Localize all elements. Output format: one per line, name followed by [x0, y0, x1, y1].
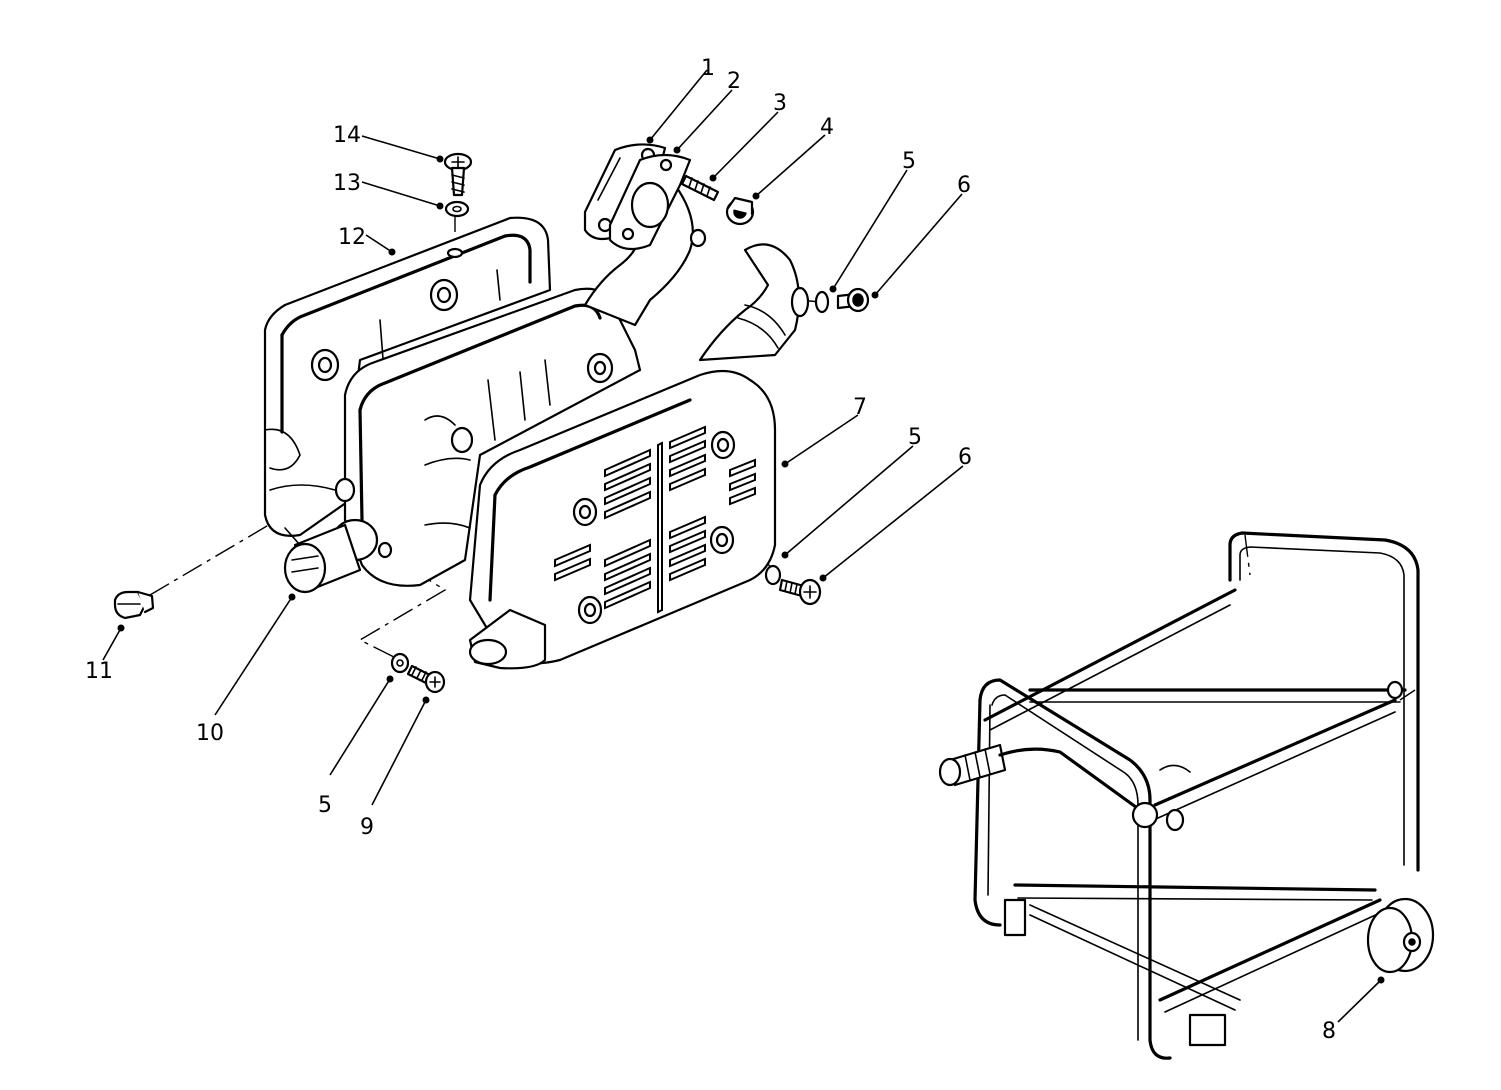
callout-3: 3 [773, 91, 787, 116]
callout-7: 7 [853, 395, 867, 420]
washer-5-upper [814, 290, 830, 314]
rear-heat-shield [263, 216, 552, 537]
muffler-body [283, 183, 707, 594]
washer-5-right [764, 564, 782, 586]
nut [725, 196, 755, 226]
callout-10: 10 [196, 721, 224, 746]
callout-13: 13 [333, 171, 361, 196]
callout-5-upper: 5 [902, 149, 916, 174]
callout-2: 2 [727, 69, 741, 94]
callout-11: 11 [85, 659, 113, 684]
callout-5-lower: 5 [318, 793, 332, 818]
leader-lines [102, 69, 1385, 1023]
screw-14 [443, 152, 473, 197]
callout-8: 8 [1322, 1019, 1336, 1044]
callout-1: 1 [701, 56, 715, 81]
callout-5-right: 5 [908, 425, 922, 450]
callout-6-right: 6 [958, 445, 972, 470]
callout-numbers: 1 2 3 4 5 6 7 5 6 14 13 12 11 10 5 9 8 [85, 56, 1336, 1044]
screw-9 [406, 664, 446, 694]
exhaust-flange [583, 143, 692, 251]
callout-4: 4 [820, 115, 834, 140]
washer-13 [444, 200, 470, 218]
callout-14: 14 [333, 123, 361, 148]
vent-slots [554, 425, 756, 614]
screw-6-upper [836, 287, 870, 313]
stud [680, 174, 720, 202]
washer-5-lower [390, 652, 410, 674]
drain-plug-11 [113, 590, 155, 620]
wheeled-frame-8 [938, 531, 1435, 1060]
front-heat-shield [468, 243, 810, 670]
callout-6-upper: 6 [957, 173, 971, 198]
callout-9: 9 [360, 815, 374, 840]
callout-12: 12 [338, 225, 366, 250]
screw-6-right [778, 578, 822, 606]
